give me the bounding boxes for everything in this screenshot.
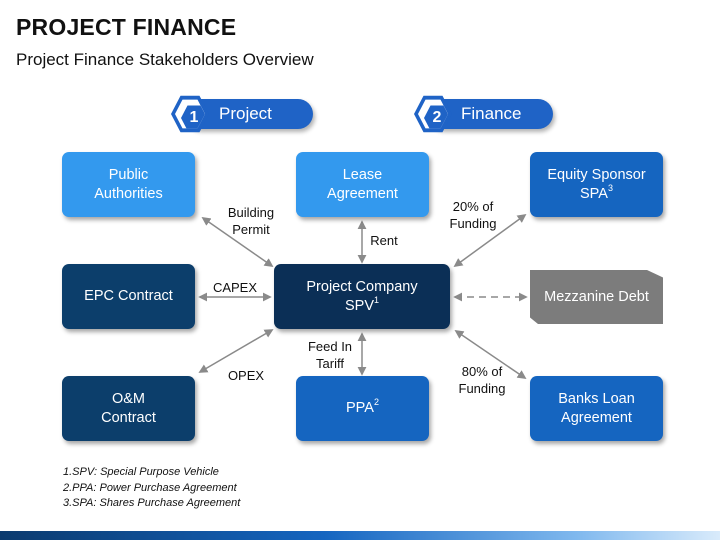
label-opex: OPEX: [227, 368, 265, 383]
node-banks-loan: Banks Loan Agreement: [530, 376, 663, 441]
node-equity-sponsor: Equity Sponsor SPA3: [530, 152, 663, 217]
label-80-funding: 80% of Funding: [458, 364, 506, 396]
node-ppa: PPA2: [296, 376, 429, 441]
label-rent: Rent: [370, 233, 398, 248]
section-pill-finance: 2 Finance: [414, 95, 553, 133]
footnote: 3.SPA: Shares Purchase Agreement: [63, 497, 241, 509]
node-om-contract: O&M Contract: [62, 376, 195, 441]
footnote: 1.SPV: Special Purpose Vehicle: [63, 466, 219, 478]
section-pill-project: 1 Project: [171, 95, 313, 133]
label-feed-in-tariff: Feed In Tariff: [307, 339, 353, 371]
node-lease-agreement: Lease Agreement: [296, 152, 429, 217]
node-project-company: Project Company SPV1: [274, 264, 450, 329]
page-subtitle: Project Finance Stakeholders Overview: [16, 50, 314, 69]
node-mezzanine-debt: Mezzanine Debt: [530, 270, 663, 324]
section-label: Project: [219, 104, 272, 123]
label-20-funding: 20% of Funding: [449, 199, 497, 231]
arrow-banks-loan: [454, 329, 527, 380]
arrow-public-authorities: [201, 216, 274, 268]
footnote: 2.PPA: Power Purchase Agreement: [63, 481, 237, 494]
arrow-equity-sponsor: [453, 213, 527, 268]
arrow-om-contract: [198, 329, 274, 373]
bottom-gradient-bar: [0, 531, 720, 540]
section-label: Finance: [461, 104, 522, 123]
label-building-permit: Building Permit: [227, 205, 275, 237]
node-public-authorities: Public Authorities: [62, 152, 195, 217]
section-number: 2: [424, 105, 448, 129]
page-title: PROJECT FINANCE: [16, 14, 237, 40]
footnotes: 1.SPV: Special Purpose Vehicle 2.PPA: Po…: [63, 465, 240, 512]
node-epc-contract: EPC Contract: [62, 264, 195, 329]
hexagon-icon: 2: [414, 95, 452, 133]
section-number: 1: [181, 105, 205, 129]
label-capex: CAPEX: [212, 280, 258, 295]
